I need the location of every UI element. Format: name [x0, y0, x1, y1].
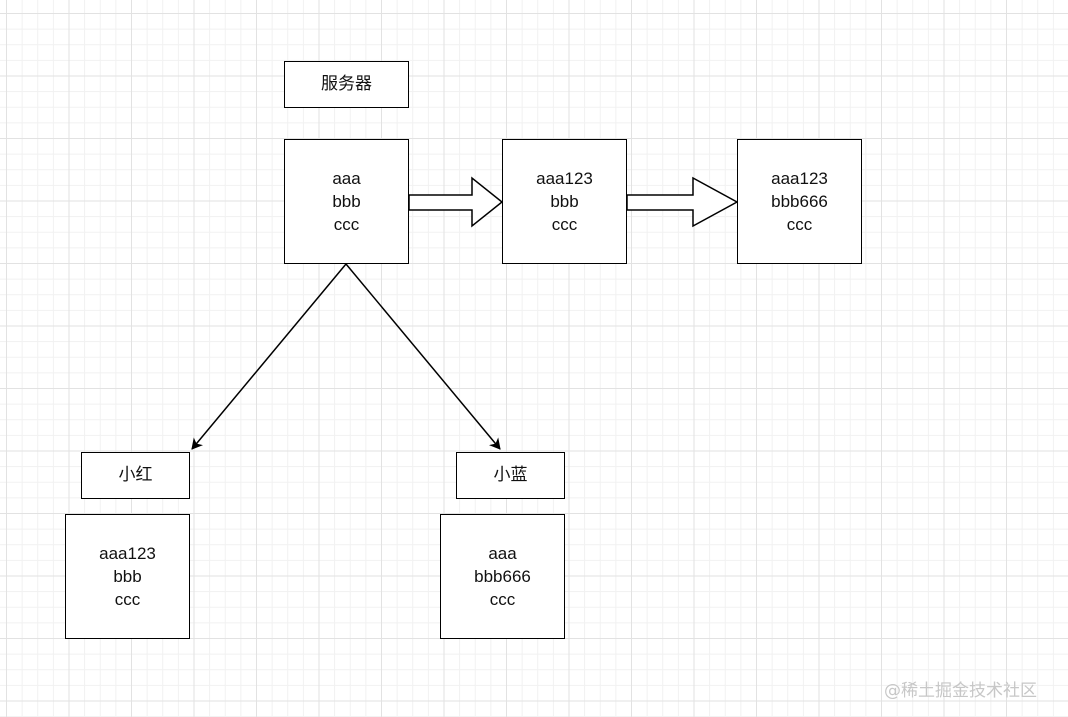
state-2-line-1: aaa123 [536, 169, 593, 188]
state-3-box: aaa123 bbb666 ccc [737, 139, 862, 264]
client-blue-line-1: aaa [488, 544, 517, 563]
state-3-line-2: bbb666 [771, 192, 828, 211]
client-red-data-box: aaa123 bbb ccc [65, 514, 190, 639]
state-3-line-3: ccc [786, 215, 813, 234]
server-title-box: 服务器 [284, 61, 409, 108]
client-red-title-box: 小红 [81, 452, 190, 499]
client-red-line-3: ccc [114, 590, 141, 609]
server-line-3: ccc [333, 215, 360, 234]
client-blue-title-box: 小蓝 [456, 452, 565, 499]
block-arrow-state2-to-state3 [626, 176, 739, 228]
client-blue-line-2: bbb666 [474, 567, 531, 586]
server-line-1: aaa [332, 169, 361, 188]
client-blue-title: 小蓝 [493, 465, 528, 485]
client-red-line-2: bbb [113, 567, 142, 586]
state-3-line-1: aaa123 [771, 169, 828, 188]
client-red-line-1: aaa123 [99, 544, 156, 563]
server-line-2: bbb [332, 192, 361, 211]
state-2-box: aaa123 bbb ccc [502, 139, 627, 264]
client-red-title: 小红 [118, 465, 153, 485]
block-arrow-server-to-state2 [408, 176, 504, 228]
state-2-line-3: ccc [551, 215, 578, 234]
server-title: 服务器 [321, 74, 372, 94]
state-2-line-2: bbb [550, 192, 579, 211]
site-watermark: @稀土掘金技术社区 [884, 681, 1037, 701]
arrow-server-to-client-blue [345, 263, 501, 450]
client-blue-data-box: aaa bbb666 ccc [440, 514, 565, 639]
arrow-server-to-client-red [191, 263, 347, 450]
client-blue-line-3: ccc [489, 590, 516, 609]
server-data-box: aaa bbb ccc [284, 139, 409, 264]
